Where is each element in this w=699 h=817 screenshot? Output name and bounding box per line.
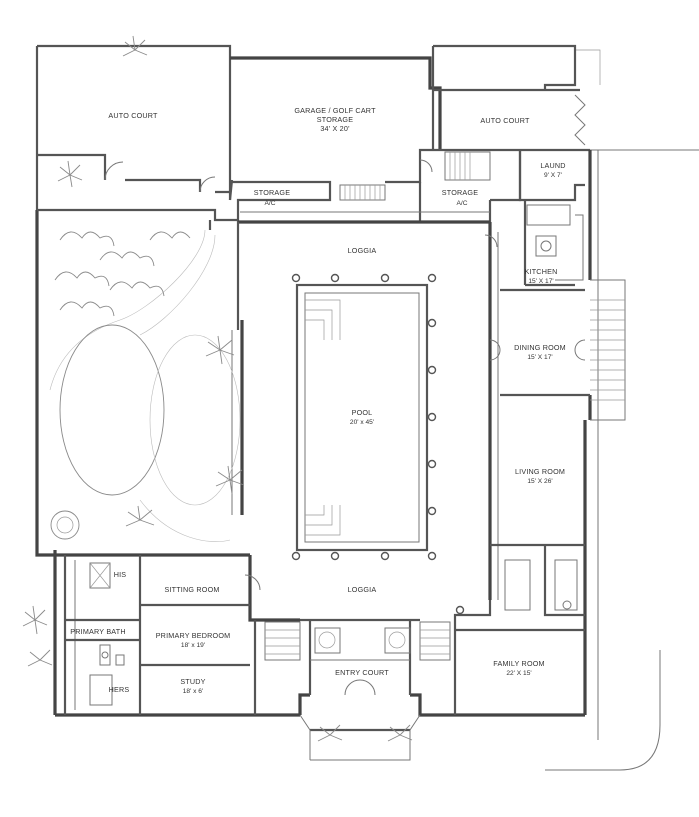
foliage: [54, 231, 191, 317]
label-sitting: SITTING ROOM: [164, 585, 219, 594]
label-his: HIS: [114, 570, 127, 579]
label-loggia-top: LOGGIA: [348, 246, 377, 255]
label-loggia-bottom: LOGGIA: [348, 585, 377, 594]
label-laund: LAUND: [540, 161, 565, 170]
label-auto-court-left: AUTO COURT: [108, 111, 158, 120]
label-storage-right: STORAGE: [442, 188, 478, 197]
garden: [22, 35, 413, 742]
label-storage-left: STORAGE: [254, 188, 290, 197]
label-dining-dims: 15' X 17': [527, 354, 552, 361]
stair-garage: [339, 184, 386, 201]
label-storage-left-ac: A/C: [265, 200, 276, 207]
exterior-steps: [590, 279, 626, 421]
label-primary-bedroom-dims: 18' x 19': [181, 642, 205, 649]
palm-trees: [22, 35, 413, 742]
label-garage: GARAGE / GOLF CART: [294, 106, 376, 115]
label-family: FAMILY ROOM: [493, 659, 544, 668]
stair-right: [444, 151, 491, 181]
label-storage-right-ac: A/C: [457, 200, 468, 207]
label-laund-dims: 9' X 7': [544, 172, 562, 179]
label-dining: DINING ROOM: [514, 343, 566, 352]
room-labels: AUTO COURT GARAGE / GOLF CART STORAGE 34…: [70, 106, 566, 695]
interior-walls-bottom: [63, 234, 586, 715]
label-pool-dims: 20' x 45': [350, 419, 374, 426]
site-lines: [545, 49, 699, 771]
label-auto-court-right: AUTO COURT: [480, 116, 530, 125]
label-kitchen-dims: 15' X 17': [528, 278, 553, 285]
pool-area: [291, 273, 465, 615]
exterior-walls: [35, 44, 592, 761]
label-living-dims: 15' X 26': [527, 478, 552, 485]
label-hers: HERS: [109, 685, 130, 694]
interior-walls-right: [453, 150, 626, 715]
label-garage-storage: STORAGE: [317, 115, 353, 124]
label-living: LIVING ROOM: [515, 467, 565, 476]
label-pool: POOL: [352, 408, 373, 417]
label-study-dims: 18' x 6': [183, 688, 203, 695]
interior-walls-top: [37, 94, 586, 224]
label-study: STUDY: [180, 677, 205, 686]
label-kitchen: KITCHEN: [525, 267, 558, 276]
label-entry-court: ENTRY COURT: [335, 668, 389, 677]
loggia-columns: [291, 273, 465, 615]
label-primary-bedroom: PRIMARY BEDROOM: [156, 631, 231, 640]
label-family-dims: 22' X 15': [506, 670, 531, 677]
label-primary-bath: PRIMARY BATH: [70, 627, 126, 636]
label-garage-dims: 34' X 20': [320, 124, 350, 133]
